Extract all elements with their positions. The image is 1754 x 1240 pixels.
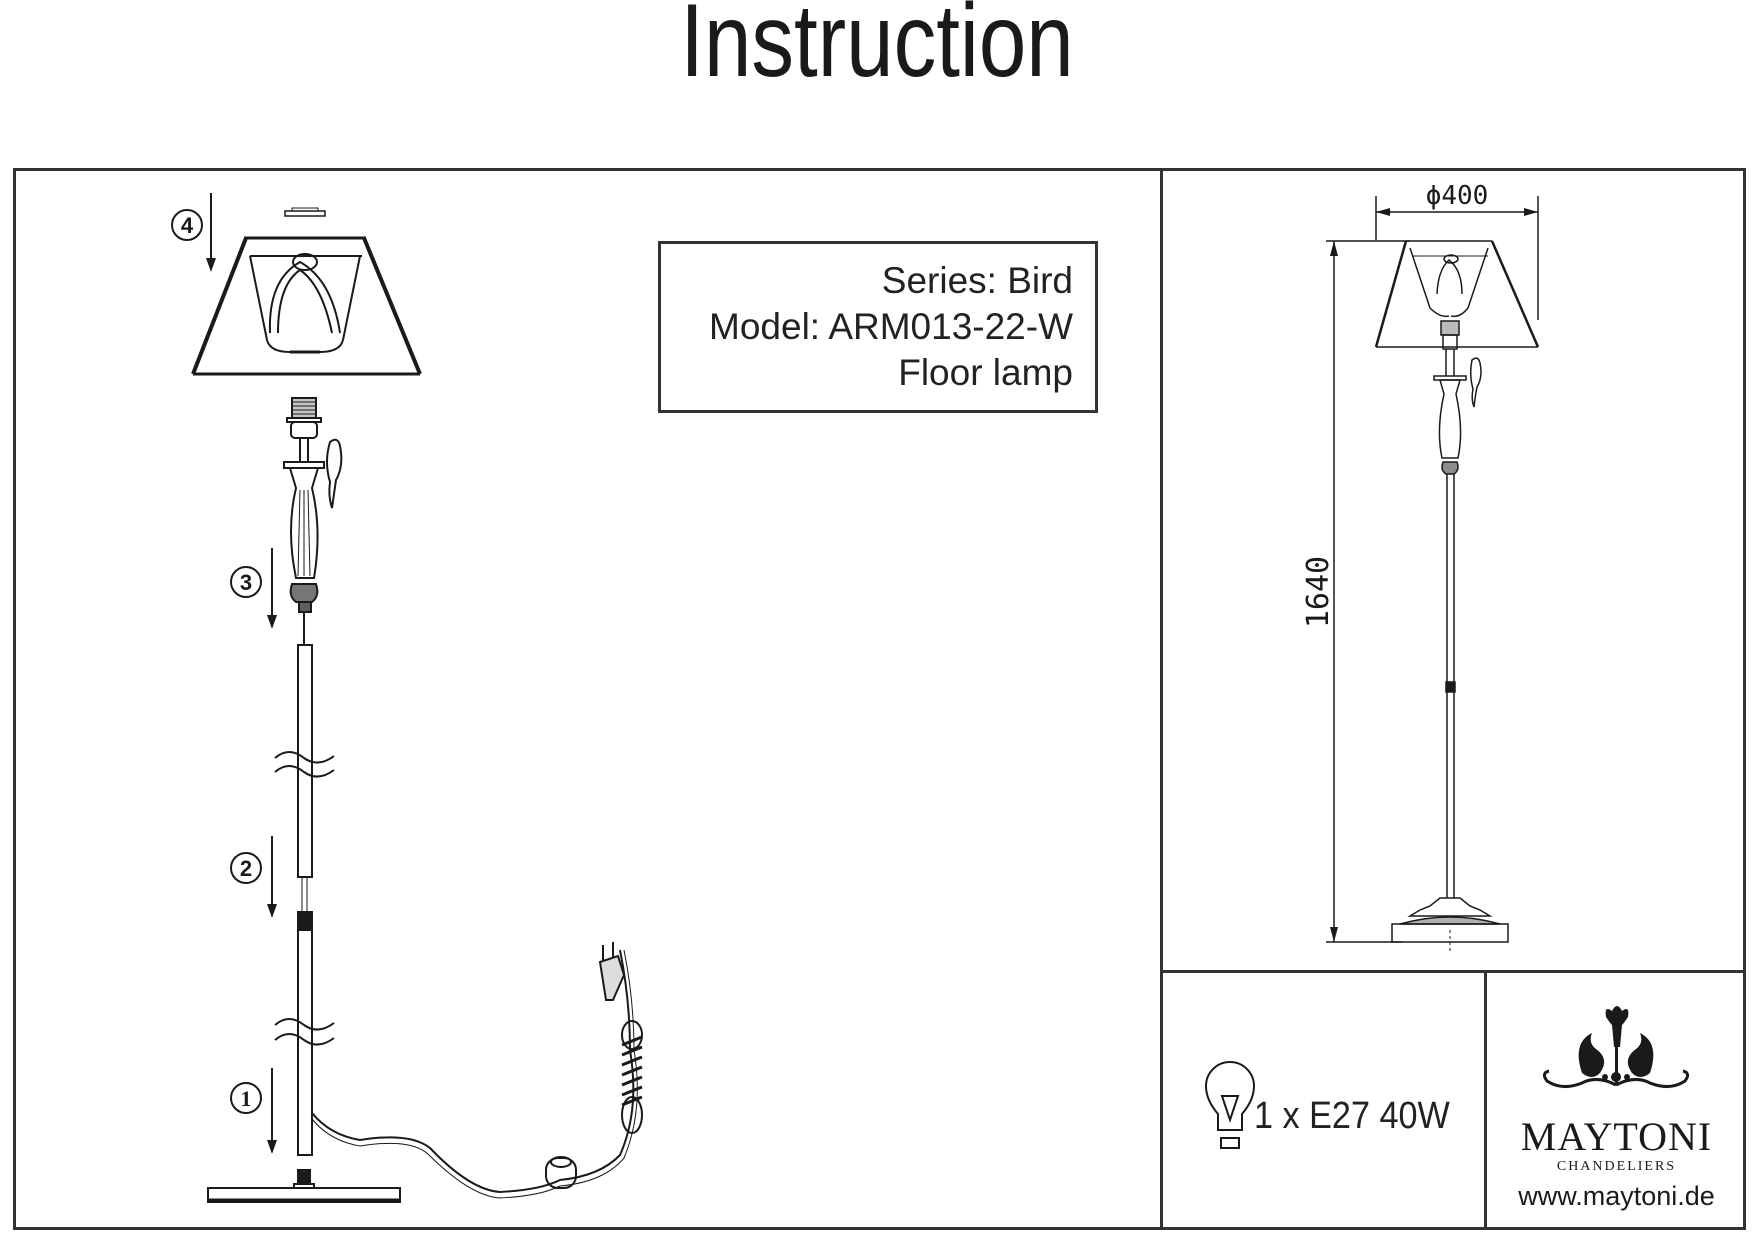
- bulb-spec-text: 1 x E27 40W: [1254, 1095, 1450, 1137]
- page-title: Instruction: [680, 0, 1074, 99]
- lamp-base-icon: [207, 1169, 401, 1203]
- height-label: 1640: [1301, 556, 1336, 628]
- brand-cell: MAYTONI CHANDELIERS www.maytoni.de: [1487, 973, 1746, 1230]
- dimension-height: [1326, 240, 1410, 943]
- bottom-divider: [1484, 970, 1487, 1230]
- model-label: Model: ARM013-22-W: [709, 306, 1073, 347]
- lamp-socket-icon: [286, 397, 322, 462]
- vertical-divider: [1160, 168, 1163, 1230]
- step-3-marker: 3: [230, 548, 277, 629]
- lower-rod-icon: [274, 911, 335, 1156]
- fixing-ring-icon: [284, 207, 326, 217]
- horizontal-divider: [1160, 970, 1746, 973]
- bird-figure-icon: [326, 438, 343, 509]
- diameter-label: ϕ400: [1426, 181, 1489, 211]
- brand-name: MAYTONI: [1520, 1114, 1713, 1159]
- foot-switch-icon: [545, 1156, 577, 1189]
- ornament-chandelier-icon: [1542, 1006, 1690, 1088]
- step-1-number: 1: [241, 1086, 252, 1111]
- step-2-number: 2: [240, 856, 252, 881]
- bulb-spec-cell: [1200, 1060, 1480, 1180]
- step-4-marker: 4: [171, 193, 216, 272]
- step-1-marker: 1: [230, 1068, 277, 1154]
- step-3-number: 3: [240, 570, 252, 595]
- drawing-frame: [13, 168, 1746, 1230]
- series-label: Series: Bird: [881, 260, 1073, 301]
- decorative-body-icon: [283, 461, 325, 644]
- upper-rod-icon: [274, 644, 335, 912]
- brand-subtitle: CHANDELIERS: [1556, 1159, 1677, 1174]
- light-bulb-icon: [1204, 1061, 1256, 1149]
- product-type-label: Floor lamp: [898, 352, 1073, 393]
- step-2-marker: 2: [230, 836, 277, 918]
- power-plug-icon: [598, 942, 626, 1001]
- floor-lamp-elevation: [1374, 240, 1540, 952]
- dimension-width: [1375, 196, 1539, 320]
- brand-website-link[interactable]: www.maytoni.de: [1518, 1181, 1715, 1211]
- cable-coil-icon: [621, 1020, 643, 1134]
- power-cable-icon: [311, 949, 638, 1199]
- lamp-shade-icon: [191, 236, 422, 376]
- step-4-number: 4: [181, 213, 194, 238]
- product-info-box: Series: Bird Model: ARM013-22-W Floor la…: [658, 241, 1098, 413]
